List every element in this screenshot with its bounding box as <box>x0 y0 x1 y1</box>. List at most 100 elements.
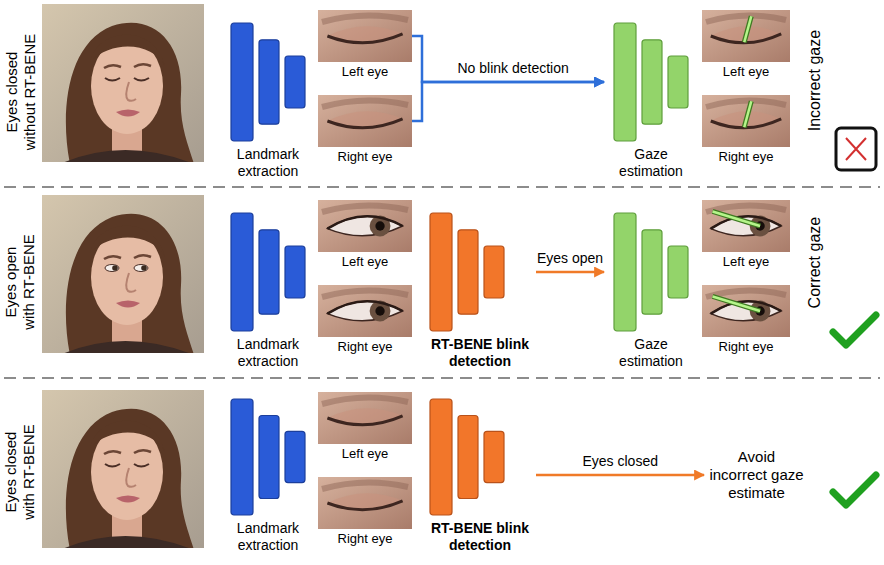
network-layer <box>430 399 452 515</box>
node-label: Avoid incorrect gaze estimate <box>708 448 805 502</box>
network-block: Gaze estimation <box>606 22 696 180</box>
gaze-vector <box>713 296 761 311</box>
node-label: Landmark extraction <box>224 336 312 370</box>
network-block: RT-BENE blink detection <box>424 398 536 554</box>
network-block: Gaze estimation <box>606 212 696 370</box>
network-icon <box>224 22 312 142</box>
node-label: Right eye <box>702 339 790 355</box>
face-photo <box>42 195 204 353</box>
node-label: Right eye <box>318 339 412 355</box>
network-layer <box>668 246 688 298</box>
node-label: Landmark extraction <box>224 146 312 180</box>
eye-image <box>702 10 790 62</box>
face-photo <box>42 390 204 548</box>
network-layer <box>484 431 504 482</box>
flow-arrow <box>412 82 604 121</box>
network-layer <box>430 213 452 331</box>
node-label: Landmark extraction <box>224 520 312 554</box>
node-label: Right eye <box>702 149 790 165</box>
node-label: Right eye <box>318 531 412 547</box>
network-layer <box>642 40 662 124</box>
gaze-vector <box>713 211 761 226</box>
network-layer <box>458 416 478 499</box>
eye-crop: Left eye <box>702 200 790 270</box>
cross-mark <box>836 128 876 170</box>
network-icon <box>606 22 696 142</box>
network-layer <box>614 213 636 331</box>
eye-crop: Left eye <box>702 10 790 80</box>
outcome-text: Avoid incorrect gaze estimate <box>706 448 807 502</box>
gaze-vector <box>744 16 751 42</box>
network-layer <box>285 431 305 482</box>
node-label: Left eye <box>702 64 790 80</box>
eye-crop: Right eye <box>318 477 412 547</box>
network-block: Landmark extraction <box>224 398 312 554</box>
eye-image <box>702 95 790 147</box>
gaze-vector <box>744 101 751 127</box>
eye-image <box>702 200 790 252</box>
gaze-vector <box>744 16 751 42</box>
gaze-vector <box>713 296 761 311</box>
network-layer <box>458 230 478 314</box>
node-label: Left eye <box>318 446 412 462</box>
eye-image <box>318 392 412 444</box>
arrow-label: No blink detection <box>455 60 572 77</box>
result-label: Correct gaze <box>805 177 824 347</box>
arrow-label: Eyes closed <box>580 453 661 470</box>
network-layer <box>642 230 662 314</box>
flow-arrow <box>536 271 604 274</box>
network-layer <box>259 230 279 314</box>
arrow-label: Eyes open <box>534 250 606 267</box>
network-layer <box>484 246 504 298</box>
eye-crop: Right eye <box>702 95 790 165</box>
network-icon <box>224 212 312 332</box>
eye-image <box>318 10 412 62</box>
network-layer <box>259 416 279 499</box>
network-layer <box>231 23 253 141</box>
eye-crop: Left eye <box>318 392 412 462</box>
check-mark <box>833 475 876 505</box>
row-label: Eyes open with RT-BENE <box>2 232 38 332</box>
network-layer <box>614 23 636 141</box>
row-label: Eyes closed with RT-BENE <box>2 420 38 524</box>
flow-arrow <box>536 474 704 477</box>
eye-image <box>318 285 412 337</box>
network-block: Landmark extraction <box>224 212 312 370</box>
gaze-vector <box>713 211 761 226</box>
flow-arrow <box>412 36 604 82</box>
node-label: Left eye <box>318 64 412 80</box>
node-label: RT-BENE blink detection <box>424 520 536 554</box>
gaze-vector <box>744 101 751 127</box>
row-label: Eyes closed without RT-BENE <box>2 30 38 155</box>
node-label: Gaze estimation <box>606 146 696 180</box>
result-label: Incorrect gaze <box>805 0 824 165</box>
separator-line <box>4 186 880 188</box>
node-label: Right eye <box>318 149 412 165</box>
eye-image <box>318 95 412 147</box>
node-label: Left eye <box>318 254 412 270</box>
network-icon <box>606 212 696 332</box>
separator-line <box>4 377 880 379</box>
eye-image <box>318 477 412 529</box>
eye-crop: Right eye <box>702 285 790 355</box>
network-block: RT-BENE blink detection <box>424 212 536 370</box>
network-layer <box>668 56 688 108</box>
network-icon <box>424 398 536 516</box>
network-layer <box>285 56 305 108</box>
eye-crop: Left eye <box>318 10 412 80</box>
node-label: Gaze estimation <box>606 336 696 370</box>
node-label: RT-BENE blink detection <box>424 336 536 370</box>
network-layer <box>231 213 253 331</box>
network-icon <box>224 398 312 516</box>
network-icon <box>424 212 536 332</box>
eye-image <box>318 200 412 252</box>
eye-crop: Left eye <box>318 200 412 270</box>
network-layer <box>231 399 253 515</box>
eye-crop: Right eye <box>318 285 412 355</box>
node-label: Left eye <box>702 254 790 270</box>
eye-image <box>702 285 790 337</box>
network-block: Landmark extraction <box>224 22 312 180</box>
network-layer <box>285 246 305 298</box>
face-photo <box>42 4 204 162</box>
eye-crop: Right eye <box>318 95 412 165</box>
